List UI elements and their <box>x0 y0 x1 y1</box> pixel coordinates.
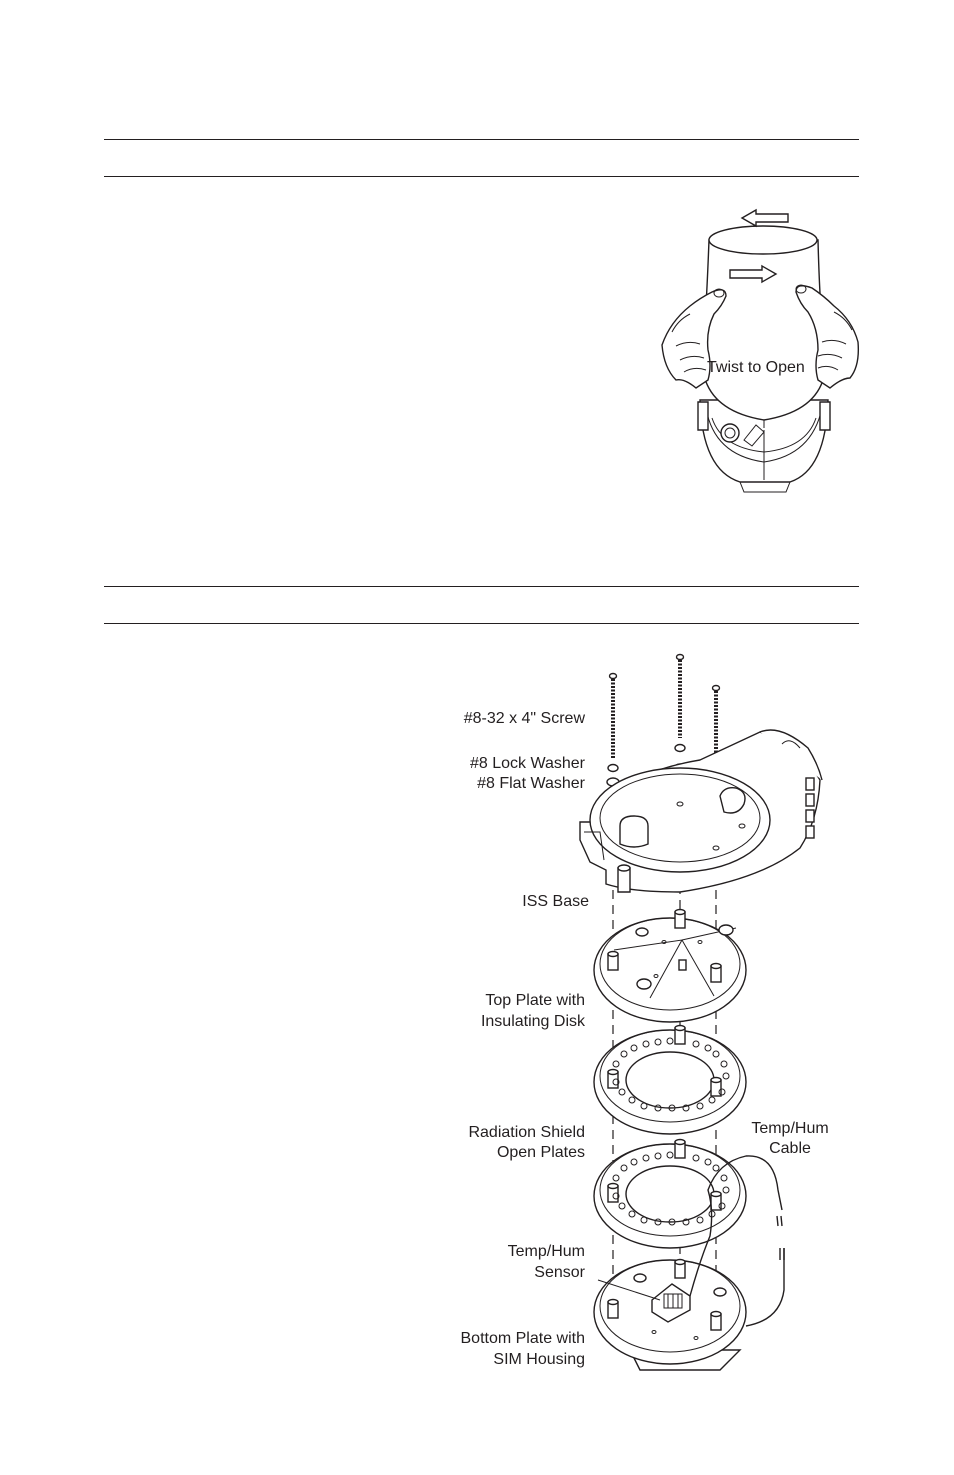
lock-washers <box>607 743 686 773</box>
lock-washer-label: #8 Lock Washer <box>469 755 585 772</box>
section-rule-mid-1 <box>104 586 859 587</box>
screw-left <box>608 672 618 758</box>
twist-to-open-caption: Twist to Open <box>707 359 805 376</box>
left-hand <box>661 288 727 389</box>
bottom-plate-label-line-1: Bottom Plate with <box>460 1330 586 1347</box>
cable-label-line-1: Temp/Hum <box>751 1120 829 1137</box>
temp-hum-cable <box>689 1155 785 1327</box>
top-plate-label-line-2: Insulating Disk <box>480 1013 585 1030</box>
screw-center <box>675 653 685 738</box>
section-rule-top-1 <box>104 139 859 140</box>
sensor-leader-line <box>597 1279 661 1301</box>
right-hand <box>795 284 860 389</box>
shield-base-housing <box>697 399 831 493</box>
rotation-arrow-left <box>740 208 789 228</box>
bottom-plate <box>593 1258 747 1371</box>
flat-washer-label: #8 Flat Washer <box>477 775 585 792</box>
radiation-shield-label-line-1: Radiation Shield <box>468 1124 585 1141</box>
top-plate-label-line-1: Top Plate with <box>485 992 585 1009</box>
cable-label-line-2: Cable <box>769 1140 811 1157</box>
screw-label: #8-32 x 4" Screw <box>463 710 585 727</box>
iss-base <box>579 729 823 893</box>
section-rule-mid-2 <box>104 623 859 624</box>
bottom-plate-label-line-2: SIM Housing <box>493 1351 585 1368</box>
radiation-shield-label-line-2: Open Plates <box>496 1144 585 1161</box>
iss-base-label: ISS Base <box>522 893 589 910</box>
top-plate <box>593 908 747 1023</box>
section-rule-top-2 <box>104 176 859 177</box>
radiation-shield-plate-2 <box>593 1138 747 1249</box>
radiation-shield-plate-1 <box>593 1024 747 1135</box>
sensor-label-line-2: Sensor <box>534 1264 585 1281</box>
rotation-arrow-right <box>729 264 778 284</box>
sensor-label-line-1: Temp/Hum <box>507 1243 585 1260</box>
